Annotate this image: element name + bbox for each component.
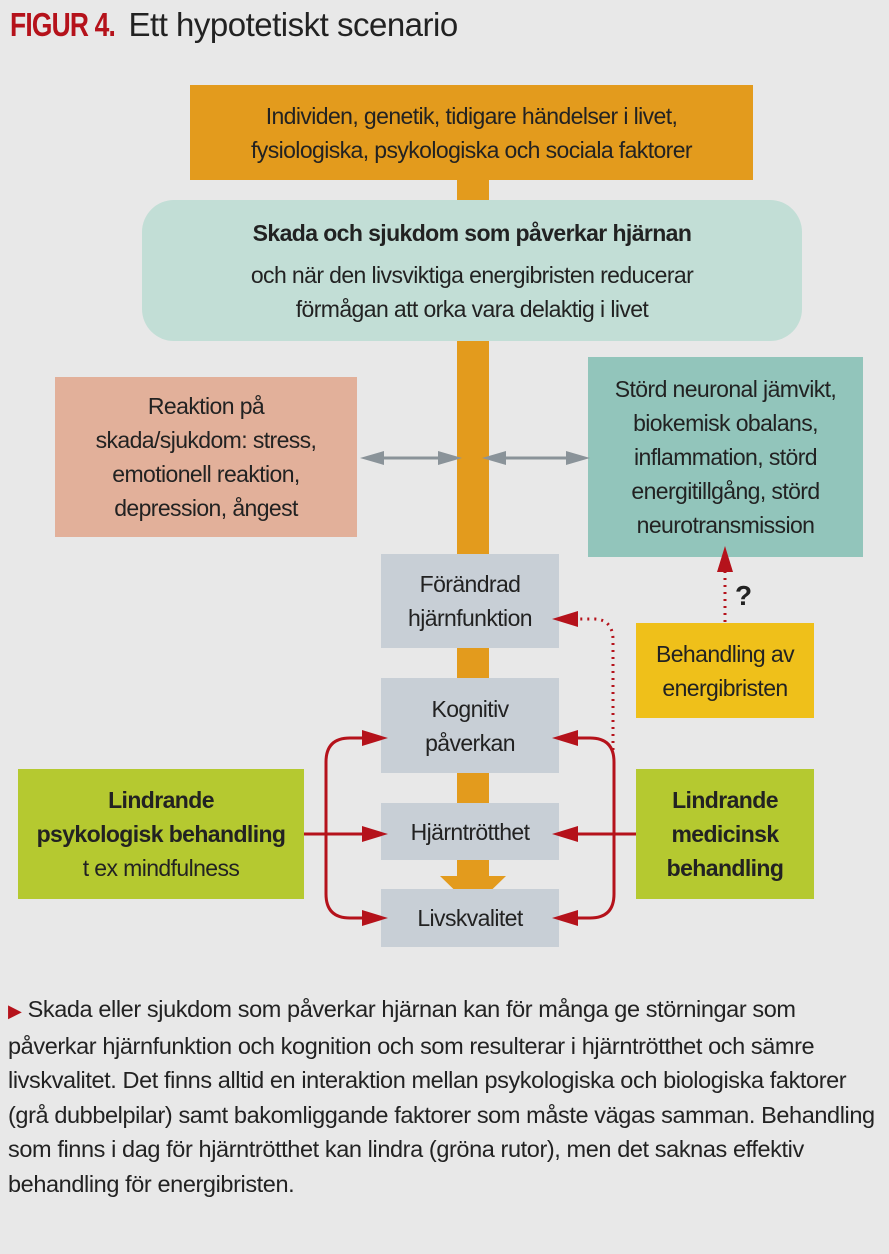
text-line: psykologisk behandling bbox=[36, 821, 286, 847]
text-line: hjärnfunktion bbox=[408, 605, 533, 631]
text-line: skada/sjukdom: stress, bbox=[95, 427, 317, 453]
text-line: behandling bbox=[666, 855, 784, 881]
text-line: förmågan att orka vara delaktig i livet bbox=[295, 295, 649, 322]
text-line: påverkan bbox=[425, 729, 515, 756]
text-line: energibristen bbox=[662, 674, 788, 701]
box-heading: Skada och sjukdom som påverkar hjärnan bbox=[252, 219, 692, 246]
box-biology: Störd neuronal jämvikt, biokemisk obalan… bbox=[588, 357, 863, 557]
figure-label: FIGUR 4. bbox=[10, 6, 116, 43]
text-line: energitillgång, störd bbox=[631, 478, 820, 504]
text-line: Kognitiv bbox=[431, 695, 509, 722]
figure-caption: ▶ Skada eller sjukdom som påverkar hjärn… bbox=[8, 992, 883, 1201]
box-individual-factors: Individen, genetik, tidigare händelser i… bbox=[190, 85, 753, 180]
text-line: Livskvalitet bbox=[417, 905, 523, 931]
text-line: Lindrande bbox=[672, 787, 778, 813]
box-cognitive-impact: Kognitiv påverkan bbox=[381, 678, 559, 773]
text-line: depression, ångest bbox=[114, 495, 298, 521]
box-med-treatment: Lindrande medicinsk behandling bbox=[636, 769, 814, 899]
box-energy-treatment: Behandling av energibristen bbox=[636, 623, 814, 718]
box-psych-treatment: Lindrande psykologisk behandling t ex mi… bbox=[18, 769, 304, 899]
text-line: emotionell reaktion, bbox=[112, 461, 300, 487]
caption-text: Skada eller sjukdom som påverkar hjärnan… bbox=[8, 996, 875, 1197]
box-quality-of-life: Livskvalitet bbox=[381, 889, 559, 947]
caption-triangle-icon: ▶ bbox=[8, 1001, 22, 1021]
text-line: neurotransmission bbox=[636, 512, 815, 538]
figure-title: FIGUR 4. Ett hypotetiskt scenario bbox=[10, 6, 458, 44]
question-mark: ? bbox=[735, 580, 753, 611]
box-mental-fatigue: Hjärntrötthet bbox=[381, 803, 559, 860]
text-line: Reaktion på bbox=[147, 393, 265, 419]
text-line: Förändrad bbox=[419, 571, 521, 597]
text-line: inflammation, störd bbox=[634, 444, 818, 470]
box-reaction: Reaktion på skada/sjukdom: stress, emoti… bbox=[55, 377, 357, 537]
figure-title-text: Ett hypotetiskt scenario bbox=[128, 6, 459, 43]
text-line: biokemisk obalans, bbox=[633, 410, 818, 436]
text-line: Individen, genetik, tidigare händelser i… bbox=[265, 102, 678, 129]
text-line: t ex mindfulness bbox=[82, 855, 240, 881]
text-line: Hjärntrötthet bbox=[410, 818, 530, 845]
text-line: Lindrande bbox=[108, 787, 214, 813]
text-line: och när den livsviktiga energibristen re… bbox=[250, 261, 694, 288]
text-line: Störd neuronal jämvikt, bbox=[614, 376, 837, 402]
text-line: fysiologiska, psykologiska och sociala f… bbox=[251, 136, 693, 163]
box-brain-injury: Skada och sjukdom som påverkar hjärnan o… bbox=[142, 200, 802, 341]
text-line: Behandling av bbox=[656, 640, 795, 667]
box-brain-function: Förändrad hjärnfunktion bbox=[381, 554, 559, 648]
text-line: medicinsk bbox=[671, 821, 779, 847]
